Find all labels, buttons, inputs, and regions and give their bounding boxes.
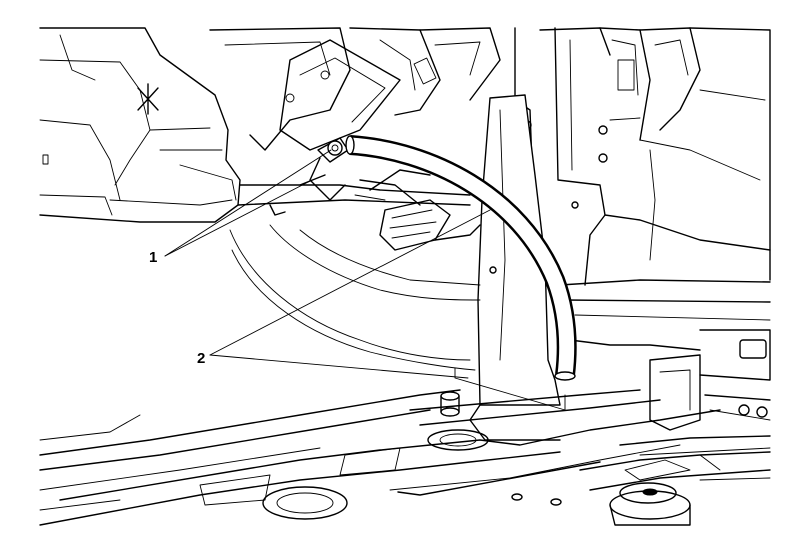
dash-panel	[39, 27, 241, 223]
leader-lines	[164, 149, 566, 411]
cross-beam	[559, 279, 771, 431]
upper-module	[209, 27, 501, 151]
callout-2: 2	[197, 350, 205, 367]
floor-pan	[39, 389, 771, 526]
rear-pillars	[514, 27, 771, 286]
wire-harness	[229, 184, 481, 371]
wiring-connector	[354, 169, 481, 251]
center-column	[469, 94, 579, 441]
callout-1: 1	[149, 249, 157, 266]
drain-hose	[345, 135, 577, 381]
hose-clip	[299, 137, 349, 201]
